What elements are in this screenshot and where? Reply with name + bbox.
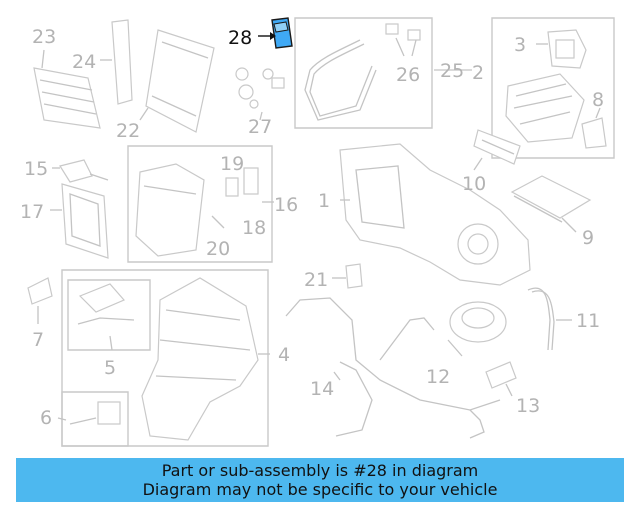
- part-9-cabin-filter: [510, 175, 592, 233]
- banner-line-1: Part or sub-assembly is #28 in diagram: [161, 461, 479, 480]
- part-17-filter-frame: [50, 183, 109, 259]
- callout-14: 14: [310, 378, 334, 400]
- part-14-wiring-harness: [285, 297, 501, 439]
- part-2-actuator-assembly: [505, 73, 585, 143]
- callout-12: 12: [426, 366, 450, 388]
- callout-8: 8: [592, 89, 604, 111]
- parts-diagram: 23 24 22 28 27 26 25 2 3 8 10 9 15 17 19…: [20, 17, 615, 447]
- part-5-linkage: [77, 283, 135, 351]
- callout-16: 16: [274, 194, 298, 216]
- callout-15: 15: [24, 158, 48, 180]
- banner-line-2: Diagram may not be specific to your vehi…: [142, 480, 498, 499]
- part-4-distribution-housing: [141, 277, 270, 441]
- group-box-25: [294, 17, 433, 129]
- callout-18: 18: [242, 217, 266, 239]
- part-24-bracket: [100, 19, 133, 105]
- group-box-4: [61, 269, 269, 447]
- callout-13: 13: [516, 395, 540, 417]
- part-21-gasket: [332, 263, 363, 289]
- callout-21: 21: [304, 269, 328, 291]
- part-11-drain-hose: [527, 287, 572, 351]
- part-15-sensor: [52, 159, 109, 183]
- callout-23: 23: [32, 26, 56, 48]
- part-28-highlighted: [258, 17, 293, 49]
- callout-24: 24: [72, 51, 96, 73]
- part-25-refrigerant-line: [304, 23, 472, 121]
- group-box-16: [127, 145, 273, 263]
- callout-22: 22: [116, 120, 140, 142]
- group-box-5: [67, 279, 151, 351]
- callout-28: 28: [228, 27, 252, 49]
- callout-17: 17: [20, 201, 44, 223]
- callout-11: 11: [576, 310, 600, 332]
- part-16-control-module: [135, 163, 274, 257]
- group-box-2: [491, 17, 615, 159]
- part-23-heater-core: [33, 49, 101, 129]
- part-1-hvac-housing: [339, 143, 531, 286]
- part-6-actuator: [57, 401, 121, 425]
- callout-10: 10: [462, 173, 486, 195]
- callout-25: 25: [440, 60, 464, 82]
- callout-20: 20: [206, 238, 230, 260]
- callout-6: 6: [40, 407, 52, 429]
- callout-4: 4: [278, 344, 290, 366]
- callout-9: 9: [582, 227, 594, 249]
- part-10-seal: [473, 129, 521, 171]
- part-3-flap: [536, 29, 587, 69]
- callout-5: 5: [104, 357, 116, 379]
- group-box-6: [61, 391, 129, 447]
- callout-1: 1: [318, 190, 330, 212]
- callout-27: 27: [248, 116, 272, 138]
- part-13-resistor: [485, 361, 517, 397]
- part-12-blower-motor: [447, 301, 507, 357]
- part-22-evaporator: [139, 29, 215, 133]
- callout-7: 7: [32, 329, 44, 351]
- callout-26: 26: [396, 64, 420, 86]
- callout-19: 19: [220, 153, 244, 175]
- callout-3: 3: [514, 34, 526, 56]
- info-banner: Part or sub-assembly is #28 in diagram D…: [16, 458, 624, 502]
- callout-2: 2: [472, 62, 484, 84]
- part-27-hardware: [235, 67, 285, 121]
- part-8-servo: [581, 107, 607, 149]
- part-7-clip: [27, 277, 53, 324]
